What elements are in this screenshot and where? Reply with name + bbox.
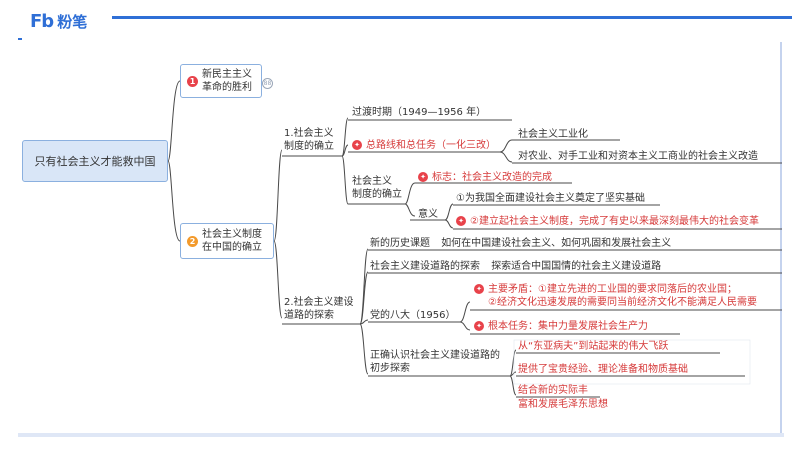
topic-road-exploration[interactable]: 2.社会主义建设 道路的探索 bbox=[284, 296, 354, 322]
node-new-practice[interactable]: 结合新的实际丰 bbox=[518, 385, 588, 396]
number-badge-1: 1 bbox=[187, 75, 198, 87]
star-icon: ✦ bbox=[352, 140, 362, 150]
branch1-label-line1: 新民主主义 bbox=[202, 69, 252, 80]
star-icon: ✦ bbox=[456, 216, 466, 226]
branch-socialist-system-established[interactable]: 2 社会主义制度 在中国的确立 bbox=[180, 223, 274, 259]
road-label: 社会主义建设道路的探索 bbox=[370, 261, 480, 272]
corner-mark bbox=[18, 38, 22, 40]
branch2-label-line1: 社会主义制度 bbox=[202, 229, 262, 240]
meaning-2-text: ②建立起社会主义制度，完成了有史以来最深刻最伟大的社会变革 bbox=[470, 216, 759, 227]
node-transition-period[interactable]: 过渡时期（1949—1956 年） bbox=[352, 107, 487, 118]
node-principal-contradiction[interactable]: ✦ 主要矛盾：①建立先进的工业国的要求同落后的农业国； ②经济文化迅速发展的需要同… bbox=[474, 283, 757, 309]
task-text: 根本任务：集中力量发展社会生产力 bbox=[488, 321, 648, 332]
star-icon: ✦ bbox=[474, 321, 484, 331]
node-established[interactable]: 社会主义 制度的确立 bbox=[352, 175, 402, 201]
contradiction-line2: ②经济文化迅速发展的需要同当前经济文化不能满足人民需要 bbox=[488, 297, 757, 308]
number-badge-2: 2 bbox=[187, 235, 198, 247]
star-icon: ✦ bbox=[418, 172, 428, 182]
node-industrialization[interactable]: 社会主义工业化 bbox=[518, 129, 588, 140]
contradiction-line1: 主要矛盾：①建立先进的工业国的要求同落后的农业国； bbox=[488, 284, 737, 295]
s2-label-line2: 道路的探索 bbox=[284, 310, 334, 321]
node-correct-understanding[interactable]: 正确认识社会主义建设道路的 初步探索 bbox=[370, 349, 500, 375]
established-line2: 制度的确立 bbox=[352, 189, 402, 200]
correct-line1: 正确认识社会主义建设道路的 bbox=[370, 350, 500, 361]
node-great-leap[interactable]: 从“东亚病夫”到站起来的伟大飞跃 bbox=[518, 341, 669, 352]
new-topic-text: 如何在中国建设社会主义、如何巩固和发展社会主义 bbox=[441, 238, 672, 249]
branch-new-democratic-revolution[interactable]: 1 新民主主义 革命的胜利 bbox=[180, 64, 262, 98]
node-new-historical-topic[interactable]: 新的历史课题 如何在中国建设社会主义、如何巩固和发展社会主义 bbox=[370, 237, 671, 250]
node-mao-thought[interactable]: 富和发展毛泽东思想 bbox=[518, 399, 608, 410]
correct-line2: 初步探索 bbox=[370, 363, 410, 374]
collapse-toggle-icon[interactable]: 88 bbox=[262, 78, 273, 89]
topic-system-establishment[interactable]: 1.社会主义 制度的确立 bbox=[284, 127, 334, 153]
node-fundamental-task[interactable]: ✦ 根本任务：集中力量发展社会生产力 bbox=[474, 320, 648, 333]
brand-logo: Fb 粉笔 bbox=[30, 10, 87, 32]
node-socialist-transformation[interactable]: 对农业、对手工业和对资本主义工商业的社会主义改造 bbox=[518, 151, 758, 162]
root-node[interactable]: 只有社会主义才能救中国 bbox=[22, 140, 168, 182]
road-text: 探索适合中国国情的社会主义建设道路 bbox=[491, 261, 662, 272]
branch2-label-line2: 在中国的确立 bbox=[202, 242, 262, 253]
general-line-text: 总路线和总任务（一化三改） bbox=[366, 140, 496, 151]
node-general-line[interactable]: ✦ 总路线和总任务（一化三改） bbox=[352, 139, 496, 152]
s2-label-line1: 2.社会主义建设 bbox=[284, 297, 354, 308]
node-meaning-2[interactable]: ✦ ②建立起社会主义制度，完成了有史以来最深刻最伟大的社会变革 bbox=[456, 215, 759, 228]
s1-label-line1: 1.社会主义 bbox=[284, 128, 334, 139]
sign-text: 标志：社会主义改造的完成 bbox=[432, 172, 552, 183]
node-road-exploration[interactable]: 社会主义建设道路的探索 探索适合中国国情的社会主义建设道路 bbox=[370, 260, 661, 273]
node-experience[interactable]: 提供了宝贵经验、理论准备和物质基础 bbox=[518, 364, 688, 375]
established-line1: 社会主义 bbox=[352, 176, 392, 187]
node-sign[interactable]: ✦ 标志：社会主义改造的完成 bbox=[418, 171, 552, 184]
frame-bottom-shadow bbox=[18, 433, 784, 437]
logo-text: 粉笔 bbox=[57, 12, 88, 31]
header-rule bbox=[112, 16, 792, 19]
branch1-label-line2: 革命的胜利 bbox=[202, 82, 252, 93]
node-eighth-congress[interactable]: 党的八大（1956） bbox=[370, 310, 456, 321]
new-topic-label: 新的历史课题 bbox=[370, 238, 430, 249]
star-icon: ✦ bbox=[474, 284, 484, 294]
s1-label-line2: 制度的确立 bbox=[284, 141, 334, 152]
node-meaning-1[interactable]: ①为我国全面建设社会主义奠定了坚实基础 bbox=[456, 193, 645, 204]
node-meaning[interactable]: 意义 bbox=[418, 209, 438, 220]
logo-mark: Fb bbox=[30, 10, 54, 32]
